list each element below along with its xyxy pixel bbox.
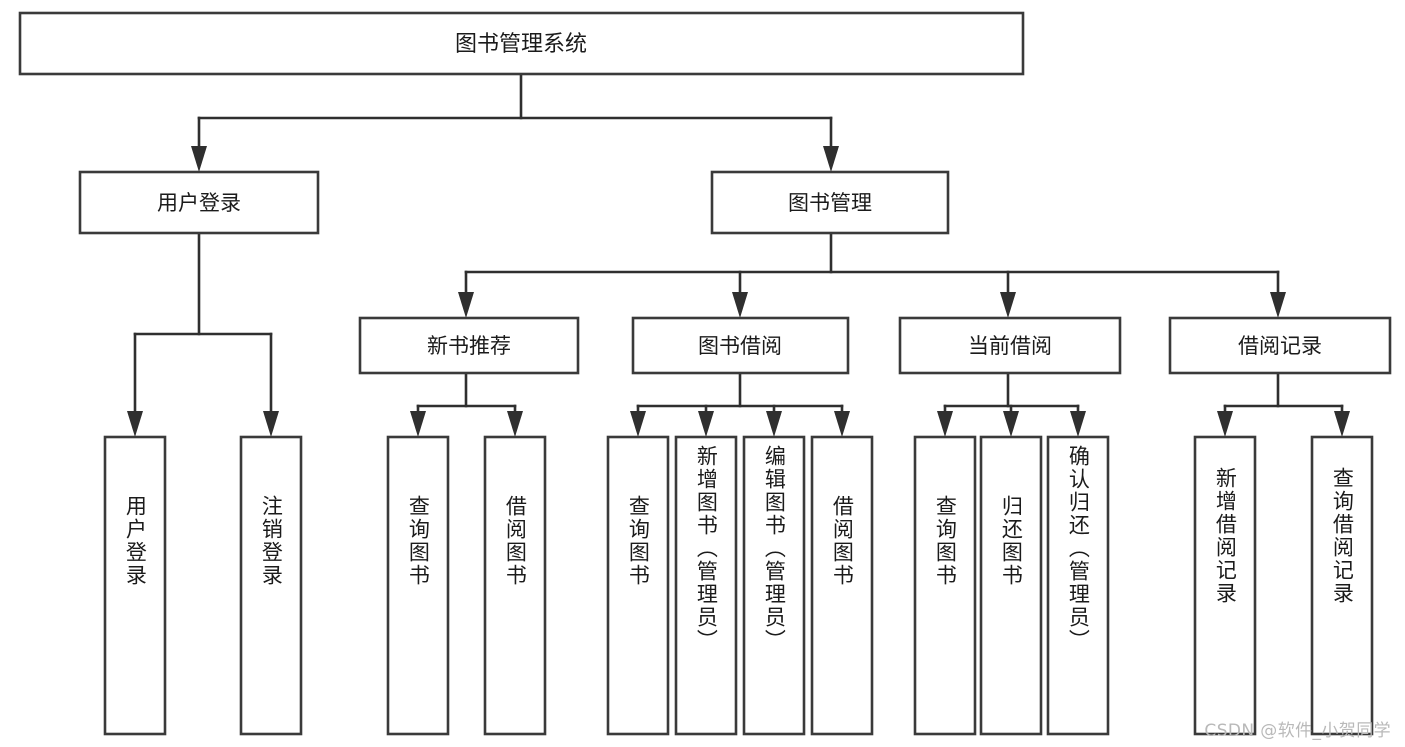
edge-group-bookborrow-to-leaves <box>630 371 850 437</box>
leaf-box-book-borrow-2[interactable] <box>674 435 738 736</box>
arrow-userlogin-leaf2 <box>263 411 279 437</box>
arrow-currentborrow-leaf2 <box>1003 411 1019 437</box>
arrow-to-user-login <box>191 146 207 172</box>
node-book-borrow[interactable]: 图书借阅 <box>631 316 850 375</box>
node-root[interactable]: 图书管理系统 <box>18 11 1025 76</box>
node-user-login-label: 用户登录 <box>157 191 241 215</box>
leaf-box-borrow-record-1[interactable] <box>1193 435 1257 736</box>
leaf-box-new-book-2[interactable] <box>483 435 547 736</box>
arrow-currentborrow-leaf3 <box>1070 411 1086 437</box>
arrow-newbook-leaf1 <box>410 411 426 437</box>
leaf-box-book-borrow-1[interactable] <box>606 435 670 736</box>
edge-group-root-to-level1 <box>191 72 839 172</box>
watermark-text: CSDN @软件_小贺同学 <box>1204 721 1391 741</box>
arrow-newbook-leaf2 <box>507 411 523 437</box>
node-book-manage[interactable]: 图书管理 <box>710 170 950 235</box>
edge-group-bookmanage-to-level2 <box>458 231 1286 318</box>
leaf-box-group-new-book <box>386 435 547 736</box>
node-borrow-record-label: 借阅记录 <box>1238 334 1322 358</box>
node-current-borrow-box[interactable] <box>898 316 1122 375</box>
node-current-borrow-label: 当前借阅 <box>968 334 1052 358</box>
leaf-box-book-borrow-4[interactable] <box>810 435 874 736</box>
edge-group-borrowrecord-to-leaves <box>1217 371 1350 437</box>
edge-group-userlogin-to-leaves <box>127 231 279 437</box>
arrow-borrowrecord-leaf1 <box>1217 411 1233 437</box>
leaf-box-borrow-record-2[interactable] <box>1310 435 1374 736</box>
arrow-bookborrow-leaf4 <box>834 411 850 437</box>
arrow-userlogin-leaf1 <box>127 411 143 437</box>
leaf-box-group-user-login <box>103 435 303 736</box>
node-book-manage-box[interactable] <box>710 170 950 235</box>
node-new-book[interactable]: 新书推荐 <box>358 316 580 375</box>
node-borrow-record[interactable]: 借阅记录 <box>1168 316 1392 375</box>
leaf-box-group-borrow-record <box>1193 435 1374 736</box>
node-borrow-record-box[interactable] <box>1168 316 1392 375</box>
node-book-borrow-label: 图书借阅 <box>698 334 782 358</box>
leaf-box-book-borrow-3[interactable] <box>742 435 806 736</box>
arrow-to-bookborrow <box>732 292 748 318</box>
leaf-box-group-current-borrow <box>913 435 1110 736</box>
edge-group-currentborrow-to-leaves <box>937 371 1086 437</box>
node-root-label: 图书管理系统 <box>455 32 587 57</box>
node-book-manage-label: 图书管理 <box>788 191 872 215</box>
arrow-borrowrecord-leaf2 <box>1334 411 1350 437</box>
arrow-currentborrow-leaf1 <box>937 411 953 437</box>
leaf-box-new-book-1[interactable] <box>386 435 450 736</box>
node-root-box[interactable] <box>18 11 1025 76</box>
node-book-borrow-box[interactable] <box>631 316 850 375</box>
arrow-to-newbook <box>458 292 474 318</box>
node-new-book-label: 新书推荐 <box>427 334 511 358</box>
arrow-to-borrowrecord <box>1270 292 1286 318</box>
leaf-box-user-login-2[interactable] <box>239 435 303 736</box>
node-new-book-box[interactable] <box>358 316 580 375</box>
leaf-box-current-borrow-2[interactable] <box>979 435 1043 736</box>
leaf-box-user-login-1[interactable] <box>103 435 167 736</box>
arrow-to-currentborrow <box>1000 292 1016 318</box>
leaf-box-group-book-borrow <box>606 435 874 736</box>
node-user-login-box[interactable] <box>78 170 320 235</box>
node-user-login[interactable]: 用户登录 <box>78 170 320 235</box>
leaf-box-current-borrow-1[interactable] <box>913 435 977 736</box>
arrow-bookborrow-leaf2 <box>698 411 714 437</box>
arrow-bookborrow-leaf1 <box>630 411 646 437</box>
arrow-bookborrow-leaf3 <box>766 411 782 437</box>
edge-group-newbook-to-leaves <box>410 371 523 437</box>
arrow-to-book-manage <box>823 146 839 172</box>
node-current-borrow[interactable]: 当前借阅 <box>898 316 1122 375</box>
leaf-box-current-borrow-3[interactable] <box>1046 435 1110 736</box>
